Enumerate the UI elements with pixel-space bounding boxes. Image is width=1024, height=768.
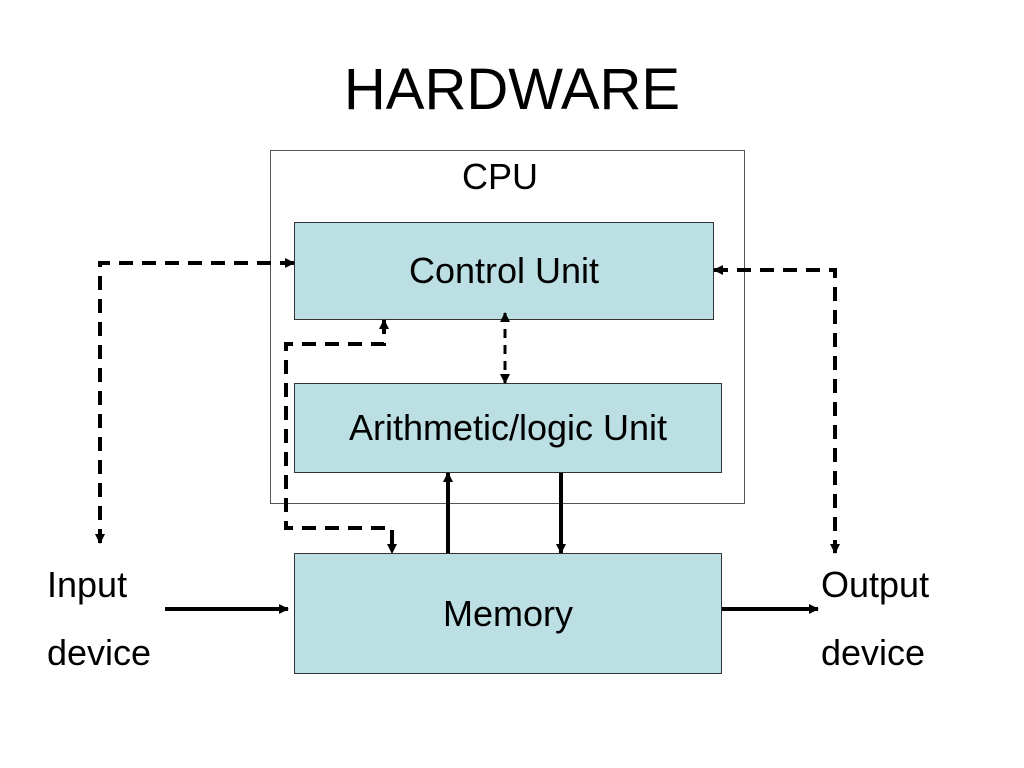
- alu-label: Arithmetic/logic Unit: [348, 407, 668, 448]
- input-device-line2: device: [47, 632, 152, 673]
- control-unit-box: Control Unit: [294, 222, 714, 320]
- control-unit-label: Control Unit: [408, 250, 600, 291]
- page-title: HARDWARE: [343, 57, 681, 122]
- output-device-label: Output device: [821, 551, 929, 687]
- output-device-line1: Output: [821, 564, 930, 605]
- input-device-label: Input device: [47, 551, 151, 687]
- alu-box: Arithmetic/logic Unit: [294, 383, 722, 473]
- input-device-line1: Input: [47, 564, 128, 605]
- cpu-label: CPU: [461, 156, 538, 197]
- control-input-dashed-arrow: [95, 258, 295, 544]
- memory-box: Memory: [294, 553, 722, 674]
- memory-label: Memory: [442, 592, 573, 634]
- output-device-line2: device: [821, 632, 926, 673]
